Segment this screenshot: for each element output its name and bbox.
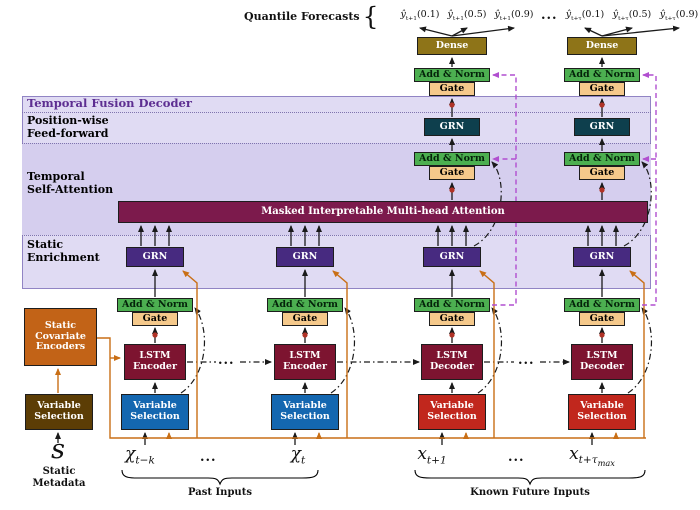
math-base: χ — [125, 444, 136, 464]
section-self-attention-label: Temporal Self-Attention — [27, 170, 114, 197]
quantile-output: ŷt+1(0.1) — [398, 9, 442, 22]
add-norm-block: Add & Norm — [414, 298, 490, 312]
lstm-decoder-block: LSTM Decoder — [571, 344, 633, 380]
past-input-last: χt — [278, 444, 318, 466]
future-input-first: xt+1 — [404, 444, 460, 466]
section-static-enrichment-label: Static Enrichment — [27, 238, 100, 265]
quantile-ellipsis: ... — [541, 8, 558, 23]
gate-block: Gate — [429, 312, 475, 326]
grn-feedforward-block: GRN — [574, 118, 630, 136]
decoder-section-separator — [22, 235, 651, 236]
static-context-arrows — [55, 270, 646, 439]
gate-block: Gate — [282, 312, 328, 326]
add-norm-block: Add & Norm — [564, 298, 640, 312]
math-base: ŷ — [565, 9, 572, 20]
quantile-forecasts-header: Quantile Forecasts { — [244, 4, 379, 29]
math-base: ŷ — [494, 9, 500, 20]
grn-static-enrichment-block: GRN — [276, 247, 334, 267]
math-arg: (0.5) — [628, 9, 652, 20]
input-group-underbraces — [121, 469, 646, 486]
static-metadata-caption: Static Metadata — [32, 466, 86, 489]
quantile-output: ŷt+1(0.9) — [492, 9, 536, 22]
math-sub: t+1 — [499, 15, 511, 22]
decoder-section-separator — [22, 112, 651, 113]
variable-selection-future-block: Variable Selection — [568, 394, 636, 430]
math-sub: t+τ — [618, 15, 629, 22]
math-base: ŷ — [447, 9, 453, 20]
math-base: ŷ — [659, 9, 666, 20]
add-norm-block: Add & Norm — [117, 298, 193, 312]
gate-block: Gate — [579, 82, 625, 96]
math-sub: t+1 — [452, 15, 464, 22]
math-base: χ — [290, 444, 302, 464]
math-arg: (0.9) — [675, 9, 699, 20]
math-sub: t+1 — [405, 15, 417, 22]
variable-selection-past-block: Variable Selection — [121, 394, 189, 430]
static-metadata-symbol: s — [51, 434, 65, 465]
gating-skip-arrows — [492, 72, 657, 306]
dense-block: Dense — [567, 37, 637, 55]
math-sub: t — [301, 454, 306, 467]
section-feed-forward-label: Position-wise Feed-forward — [27, 114, 109, 141]
grn-feedforward-block: GRN — [424, 118, 480, 136]
past-input-first: χt−k — [108, 444, 172, 466]
add-norm-block: Add & Norm — [564, 152, 640, 166]
math-base: ŷ — [400, 9, 406, 20]
math-sub: t+τ — [571, 15, 582, 22]
variable-selection-static-block: Variable Selection — [25, 394, 93, 430]
quantile-output: ŷt+τ(0.1) — [563, 9, 607, 22]
decoder-section-separator — [22, 143, 651, 144]
brace-glyph: { — [362, 2, 379, 31]
lstm-encoder-block: LSTM Encoder — [124, 344, 186, 380]
future-inputs-group-label: Known Future Inputs — [470, 487, 590, 498]
gate-block: Gate — [132, 312, 178, 326]
lstm-ellipsis: ... — [518, 353, 535, 368]
static-covariate-encoders-block: Static Covariate Encoders — [24, 308, 97, 366]
quantile-output: ŷt+τ(0.5) — [610, 9, 654, 22]
lstm-decoder-block: LSTM Decoder — [421, 344, 483, 380]
gate-junction-dots — [152, 102, 605, 338]
grn-static-enrichment-block: GRN — [423, 247, 481, 267]
past-inputs-ellipsis: ... — [200, 450, 217, 465]
quantile-output: ŷt+τ(0.9) — [657, 9, 700, 22]
variable-selection-past-block: Variable Selection — [271, 394, 339, 430]
math-sub-main: t+τ — [578, 454, 598, 467]
grn-static-enrichment-block: GRN — [126, 247, 184, 267]
lstm-ellipsis: ... — [218, 353, 235, 368]
math-base: ŷ — [612, 9, 619, 20]
future-input-last: xt+τmax — [552, 444, 632, 469]
lstm-encoder-block: LSTM Encoder — [274, 344, 336, 380]
math-base: x — [417, 444, 427, 464]
past-inputs-group-label: Past Inputs — [188, 487, 252, 498]
add-norm-block: Add & Norm — [564, 68, 640, 82]
grn-static-enrichment-block: GRN — [573, 247, 631, 267]
add-norm-block: Add & Norm — [267, 298, 343, 312]
quantile-forecasts-label: Quantile Forecasts — [244, 10, 360, 23]
add-norm-block: Add & Norm — [414, 68, 490, 82]
quantile-output: ŷt+1(0.5) — [445, 9, 489, 22]
dense-block: Dense — [417, 37, 487, 55]
gate-block: Gate — [579, 166, 625, 180]
gate-block: Gate — [429, 82, 475, 96]
math-arg: (0.9) — [510, 9, 534, 20]
future-inputs-ellipsis: ... — [508, 450, 525, 465]
add-norm-block: Add & Norm — [414, 152, 490, 166]
math-base: x — [569, 444, 579, 464]
gate-block: Gate — [579, 312, 625, 326]
math-sub: t+1 — [426, 454, 447, 467]
decoder-title: Temporal Fusion Decoder — [27, 96, 192, 110]
masked-multihead-attention-block: Masked Interpretable Multi-head Attentio… — [118, 201, 648, 223]
math-arg: (0.1) — [581, 9, 605, 20]
math-sub: t+τ — [665, 15, 676, 22]
gate-block: Gate — [429, 166, 475, 180]
math-sub-sub: max — [597, 458, 615, 469]
math-sub: t−k — [135, 454, 155, 467]
math-sub: t+τmax — [578, 454, 615, 469]
math-arg: (0.1) — [416, 9, 440, 20]
variable-selection-future-block: Variable Selection — [418, 394, 486, 430]
math-arg: (0.5) — [463, 9, 487, 20]
